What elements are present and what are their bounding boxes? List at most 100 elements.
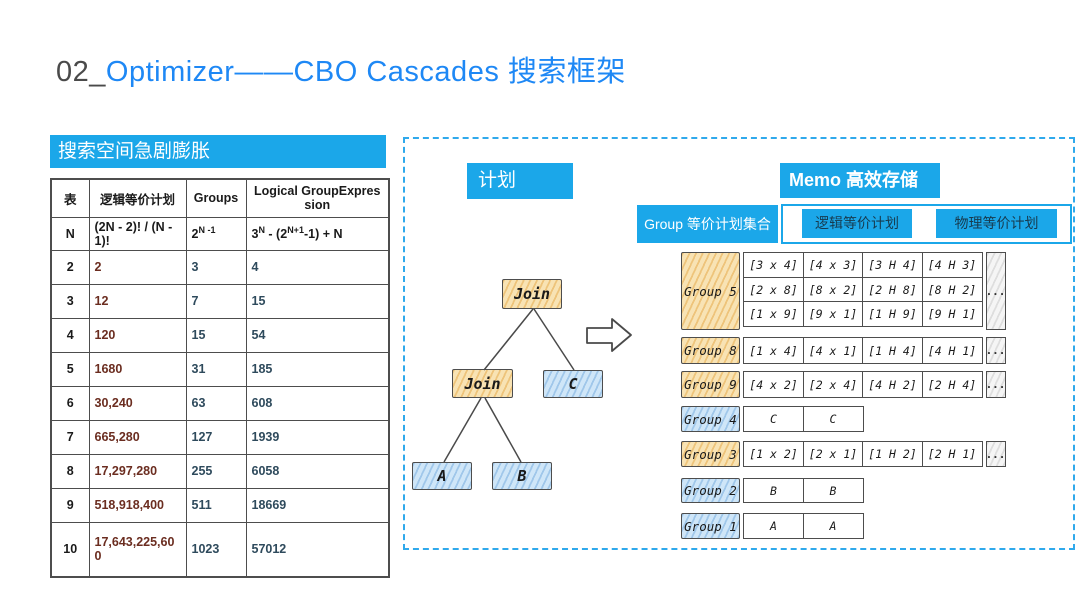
memo-logical-cell: [3 x 4]: [743, 252, 804, 278]
cell-groups: 31: [185, 351, 247, 387]
cell-tables: 7: [50, 419, 90, 455]
cell-expr-formula: 3N - (2N+1-1) + N: [245, 216, 390, 251]
cell-groups: 63: [185, 385, 247, 421]
cell-groups: 127: [185, 419, 247, 455]
memo-structure: Group 5[3 x 4][4 x 3][3 H 4][4 H 3][2 x …: [681, 252, 1021, 552]
cell-groups-formula: 2N -1: [185, 216, 247, 251]
memo-physical-cell: [1 H 9]: [862, 301, 923, 327]
memo-physical-cell: [4 H 2]: [862, 371, 923, 398]
memo-physical-cell: A: [802, 513, 864, 539]
memo-physical-cell: [9 H 1]: [921, 301, 983, 327]
memo-logical-cell: [1 x 4]: [743, 337, 804, 364]
memo-logical-cell: [9 x 1]: [802, 301, 864, 327]
memo-group-label: Group 9: [681, 371, 740, 398]
memo-group-label: Group 3: [681, 441, 740, 467]
cell-expr: 6058: [245, 453, 390, 489]
memo-ellipsis-cell: ...: [985, 337, 1006, 364]
memo-group-label: Group 1: [681, 513, 740, 539]
cell-groups: 255: [185, 453, 247, 489]
memo-group-cells: [3 x 4][4 x 3][3 H 4][4 H 3][2 x 8][8 x …: [743, 252, 983, 330]
cell-plans: 1680: [88, 351, 187, 387]
cell-tables: 9: [50, 487, 90, 523]
memo-physical-cell: [1 H 4]: [862, 337, 923, 364]
cell-groups: 7: [185, 283, 247, 319]
cell-plans: 17,297,280: [88, 453, 187, 489]
memo-physical-cell: [3 H 4]: [862, 252, 923, 278]
cell-expr: 18669: [245, 487, 390, 523]
memo-ellipsis-cell: ...: [985, 371, 1006, 398]
cell-expr: 15: [245, 283, 390, 319]
memo-logical-cell: [4 x 1]: [802, 337, 864, 364]
cell-plans: 518,918,400: [88, 487, 187, 523]
cell-expr: 4: [245, 249, 390, 285]
search-space-table: 表 逻辑等价计划 Groups Logical GroupExpression …: [50, 178, 390, 578]
cell-tables: 5: [50, 351, 90, 387]
memo-logical-cell: [2 x 4]: [802, 371, 864, 398]
memo-group-label: Group 4: [681, 406, 740, 432]
cell-groups: 1023: [185, 521, 247, 578]
memo-logical-cell: [4 x 3]: [802, 252, 864, 278]
memo-logical-cell: [1 x 2]: [743, 441, 804, 467]
table-header-row: 表 逻辑等价计划 Groups Logical GroupExpression: [50, 178, 390, 218]
cell-plans: 2: [88, 249, 187, 285]
plan-label: 计划: [467, 163, 573, 199]
memo-logical-cell: A: [743, 513, 804, 539]
cell-expr: 1939: [245, 419, 390, 455]
cell-expr: 54: [245, 317, 390, 353]
memo-ellipsis-cell: ...: [985, 252, 1006, 330]
cascades-frame: [403, 137, 1075, 550]
memo-cell-row: [1 x 4][4 x 1][1 H 4][4 H 1]: [743, 337, 983, 364]
memo-logical-cell: [4 x 2]: [743, 371, 804, 398]
tree-node-b: B: [492, 462, 552, 490]
memo-cell-row: [2 x 8][8 x 2][2 H 8][8 H 2]: [743, 276, 983, 303]
memo-physical-cell: B: [802, 478, 864, 503]
memo-logical-cell: [2 x 8]: [743, 276, 804, 303]
memo-logical-cell: B: [743, 478, 804, 503]
memo-cell-row: [1 x 2][2 x 1][1 H 2][2 H 1]: [743, 441, 983, 467]
legend-logical-plan: 逻辑等价计划: [802, 209, 912, 238]
memo-physical-cell: [1 H 2]: [862, 441, 923, 467]
memo-physical-cell: [4 H 1]: [921, 337, 983, 364]
cell-plans: 665,280: [88, 419, 187, 455]
cell-expr: 57012: [245, 521, 390, 578]
tree-node-a: A: [412, 462, 472, 490]
memo-group-label: Group 2: [681, 478, 740, 503]
memo-cell-row: [4 x 2][2 x 4][4 H 2][2 H 4]: [743, 371, 983, 398]
tree-node-join-root: Join: [502, 279, 562, 309]
cell-tables: 4: [50, 317, 90, 353]
memo-logical-cell: [8 x 2]: [802, 276, 864, 303]
cell-tables: 6: [50, 385, 90, 421]
tree-node-c: C: [543, 370, 603, 398]
memo-group-cells: [1 x 4][4 x 1][1 H 4][4 H 1]: [743, 337, 983, 364]
cell-plans: 17,643,225,600: [88, 521, 187, 578]
memo-group-cells: [4 x 2][2 x 4][4 H 2][2 H 4]: [743, 371, 983, 398]
cell-groups: 3: [185, 249, 247, 285]
col-header-groups: Groups: [185, 178, 247, 218]
memo-group-row: Group 8[1 x 4][4 x 1][1 H 4][4 H 1]...: [681, 337, 1006, 364]
col-header-tables: 表: [50, 178, 90, 218]
memo-physical-cell: [4 H 3]: [921, 252, 983, 278]
cell-plans: 120: [88, 317, 187, 353]
memo-logical-cell: [2 x 1]: [802, 441, 864, 467]
memo-group-cells: [1 x 2][2 x 1][1 H 2][2 H 1]: [743, 441, 983, 467]
tree-node-join-lower: Join: [452, 369, 513, 398]
slide-number: 02_: [56, 56, 106, 88]
cell-tables: 10: [50, 521, 90, 578]
memo-physical-cell: [2 H 8]: [862, 276, 923, 303]
memo-logical-cell: C: [743, 406, 804, 432]
